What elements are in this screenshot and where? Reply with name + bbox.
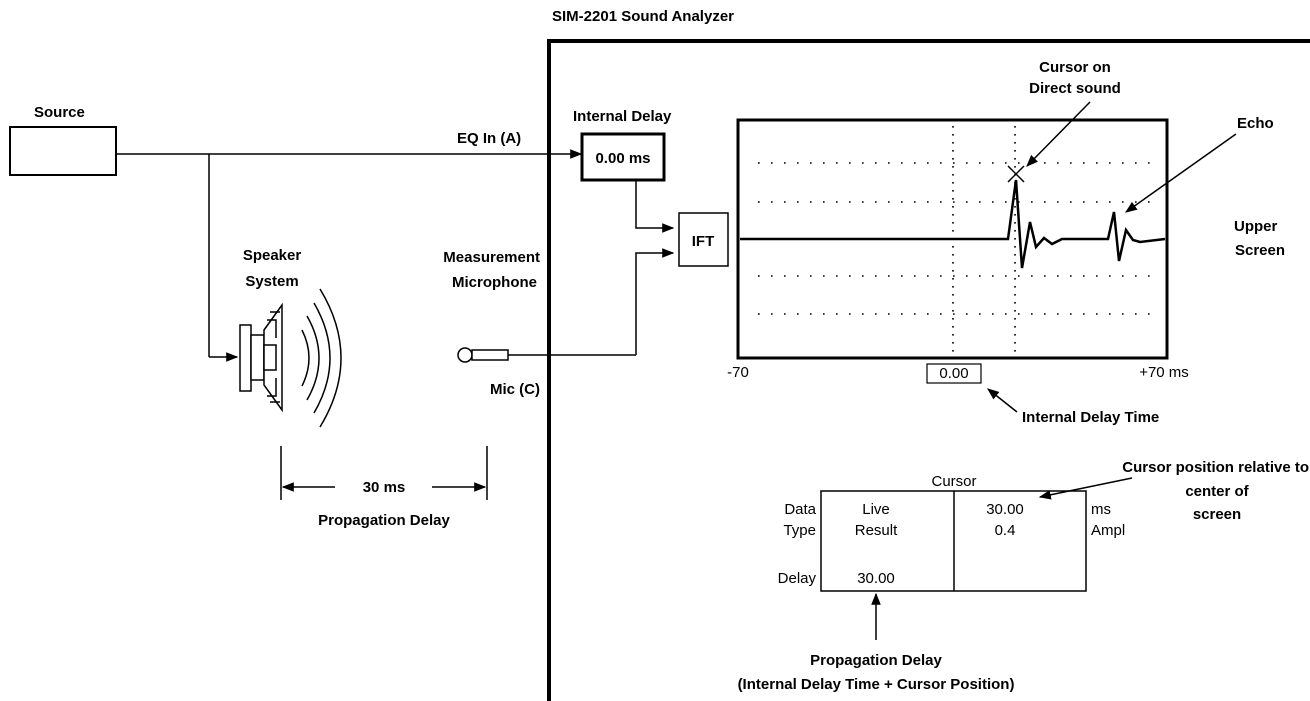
- internal-delay-box: [580, 132, 666, 182]
- ift-label: IFT: [692, 233, 715, 250]
- analyzer-title: SIM-2201 Sound Analyzer: [552, 8, 734, 25]
- cursor-header: Cursor: [931, 473, 976, 490]
- impulse-trace: [740, 179, 1166, 269]
- type-label: Type: [783, 522, 816, 539]
- mic-input-label: Mic (C): [490, 381, 540, 398]
- cursor-marker-icon: [1007, 165, 1025, 183]
- source-label: Source: [34, 104, 85, 121]
- center-value: 0.00: [939, 365, 968, 382]
- mic-to-ift-arrow: [635, 248, 675, 355]
- cursor-note-1: Cursor position relative to: [1122, 459, 1309, 476]
- unit-ms: ms: [1091, 501, 1111, 518]
- data-type-live: Live: [862, 501, 890, 518]
- bottom-note-1: Propagation Delay: [810, 652, 942, 669]
- data-label: Data: [784, 501, 816, 518]
- internal-delay-time-arrow: [987, 388, 1018, 413]
- unit-ampl: Ampl: [1091, 522, 1125, 539]
- propagation-label: Propagation Delay: [318, 512, 450, 529]
- cursor-note-arrow: [1038, 477, 1133, 500]
- sound-waves-icon: [301, 288, 342, 428]
- internal-delay-value: 0.00 ms: [595, 150, 650, 167]
- eq-in-label: EQ In (A): [457, 130, 521, 147]
- echo-callout-arrow: [1125, 133, 1237, 213]
- axis-right-label: +70 ms: [1139, 364, 1189, 381]
- ift-box: [678, 212, 729, 267]
- analyzer-frame: [547, 39, 1310, 701]
- source-box: [9, 126, 117, 176]
- internal-delay-label: Internal Delay: [573, 108, 672, 125]
- internal-delay-time-callout: Internal Delay Time: [1022, 409, 1159, 426]
- axis-left-label: -70: [727, 364, 749, 381]
- propagation-time: 30 ms: [363, 479, 406, 496]
- delay-to-ift-arrow: [635, 180, 675, 233]
- data-type-result: Result: [855, 522, 898, 539]
- cursor-readout-table: [820, 490, 1087, 592]
- speaker-label-2: System: [245, 273, 298, 290]
- microphone-icon: [457, 347, 509, 363]
- microphone-label-1: Measurement: [443, 249, 540, 266]
- upper-screen-label-2: Screen: [1235, 242, 1285, 259]
- cursor-note-3: screen: [1193, 506, 1241, 523]
- center-value-box: [926, 363, 982, 384]
- bottom-note-2: (Internal Delay Time + Cursor Position): [738, 676, 1015, 693]
- cursor-ampl-value: 0.4: [995, 522, 1016, 539]
- delay-value: 30.00: [857, 570, 895, 587]
- cursor-callout-1: Cursor on: [1039, 59, 1111, 76]
- cursor-callout-arrow: [1026, 101, 1091, 167]
- cursor-callout-2: Direct sound: [1029, 80, 1121, 97]
- cursor-time-value: 30.00: [986, 501, 1024, 518]
- delay-label: Delay: [778, 570, 817, 587]
- microphone-label-2: Microphone: [452, 274, 537, 291]
- speaker-icon: [239, 302, 283, 413]
- upper-screen: [736, 118, 1169, 360]
- echo-callout: Echo: [1237, 115, 1274, 132]
- upper-screen-label-1: Upper: [1234, 218, 1278, 235]
- cursor-note-2: center of: [1185, 483, 1249, 500]
- speaker-label-1: Speaker: [243, 247, 302, 264]
